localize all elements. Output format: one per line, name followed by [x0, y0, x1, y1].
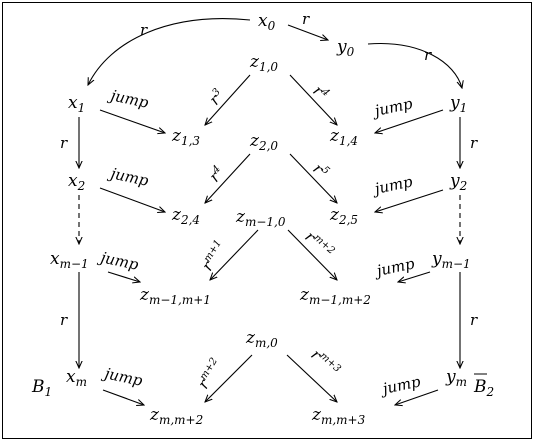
label-r-x0-x1: r	[140, 21, 148, 39]
label-jump-y2: jump	[370, 172, 414, 198]
label-jump-x2: jump	[106, 164, 150, 190]
node-ym1: ym−1	[431, 249, 471, 271]
label-jump-xm: jump	[100, 364, 144, 390]
arrow-xm-zmm2	[102, 389, 144, 405]
label-r4a: r4	[309, 82, 331, 104]
label-rm2b: rm+2	[194, 356, 226, 392]
arrow-x0-x1	[88, 18, 251, 85]
arrow-y1-z14	[375, 109, 444, 133]
arrows	[79, 18, 462, 405]
label-r-ym1-ym: r	[470, 311, 478, 329]
label-rm1: rm+1	[198, 238, 230, 274]
label-r-xm1-xm: r	[60, 311, 68, 329]
node-B2: B2	[473, 377, 494, 399]
label-r3: r3	[206, 87, 228, 109]
node-z25: z2,5	[329, 205, 358, 227]
node-zmm2: zm,m+2	[149, 405, 203, 427]
label-jump-ym: jump	[378, 372, 422, 398]
node-z13: z1,3	[171, 126, 200, 148]
node-zmm3: zm,m+3	[311, 405, 366, 427]
node-y0: y0	[336, 37, 355, 59]
node-z24: z2,4	[171, 205, 200, 227]
arrow-zm0-zmm3	[286, 354, 337, 402]
label-jump-xm1: jump	[96, 248, 140, 274]
node-zm1m2: zm−1,m+2	[299, 285, 371, 307]
label-jump-x1: jump	[106, 86, 150, 112]
label-r-y0-y1: r	[424, 46, 432, 64]
node-y1: y1	[449, 93, 467, 115]
node-z10: z1,0	[249, 52, 278, 74]
diagram-frame	[2, 2, 532, 439]
label-jump-ym1: jump	[372, 254, 416, 280]
arrow-y0-y1	[367, 42, 462, 88]
node-x2: x2	[68, 171, 85, 193]
node-x1: x1	[68, 93, 85, 115]
label-r-y1-y2: r	[470, 134, 478, 152]
node-B1: B1	[31, 377, 52, 399]
arrow-ym1-zm1m2	[398, 271, 431, 282]
arrow-z10-z14	[289, 74, 337, 125]
label-rm2a: rm+2	[301, 228, 336, 262]
arrow-xm1-zm1m1	[107, 271, 140, 282]
label-r-x1-x2: r	[60, 134, 68, 152]
node-z20: z2,0	[249, 131, 278, 153]
node-zm10: zm−1,0	[235, 207, 286, 229]
label-rm3: rm+3	[307, 346, 342, 380]
arrow-x2-z24	[99, 187, 165, 212]
node-z14: z1,4	[329, 126, 358, 148]
arrow-ym-zmm3	[395, 389, 439, 405]
arrow-x0-y0	[287, 24, 328, 40]
arrow-z10-z13	[205, 74, 251, 125]
node-zm1m1: zm−1,m+1	[139, 285, 211, 307]
label-r5: r5	[309, 160, 331, 182]
arrow-x1-z13	[99, 109, 165, 133]
arrow-zm10-zm1m2	[287, 229, 337, 280]
node-zm0: zm,0	[245, 328, 278, 350]
node-ym: ym	[445, 367, 467, 389]
label-jump-y1: jump	[370, 94, 414, 120]
arrow-zm10-zm1m1	[210, 229, 259, 280]
arrow-zm0-zmm2	[205, 354, 253, 402]
node-xm: xm	[66, 367, 87, 389]
arrow-z20-z25	[289, 153, 337, 203]
label-r-x0-y0: r	[302, 10, 310, 28]
arrow-y2-z25	[375, 189, 444, 212]
node-x0: x0	[258, 11, 276, 33]
node-y2: y2	[449, 171, 467, 193]
node-xm1: xm−1	[50, 249, 89, 271]
arrow-z20-z24	[205, 153, 251, 203]
nodes: x0 y0 x1 y1 z1,0 z1,3 z1,4 z2,0 x2 y2 z2…	[31, 11, 494, 427]
